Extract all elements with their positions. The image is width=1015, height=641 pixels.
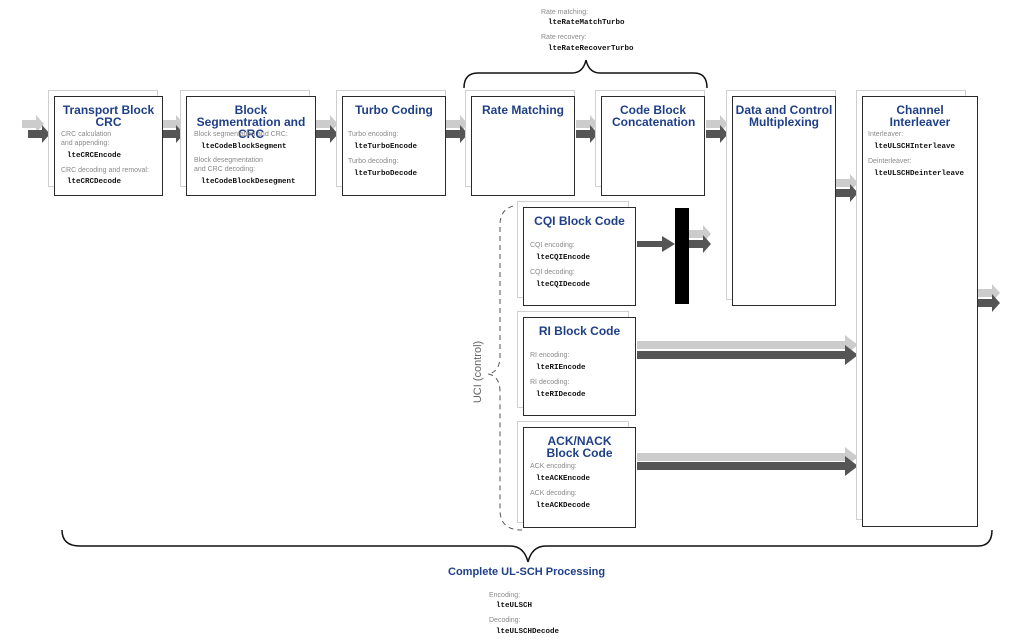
code-block-concatenation-title: Code Block Concatenation <box>612 103 696 129</box>
cqi-decode-fn: lteCQIDecode <box>536 281 591 289</box>
turbo-coding-box: Turbo Coding Turbo encoding: lteTurboEnc… <box>342 96 446 196</box>
deinterleave-label: Deinterleaver: <box>868 158 912 165</box>
rate-matching-box: Rate Matching <box>471 96 575 196</box>
rate-recovery-label: Rate recovery: <box>541 34 587 41</box>
ulsch-decode-label: Decoding: <box>489 617 521 624</box>
desegment-fn: lteCodeBlockDesegment <box>201 178 296 186</box>
cqi-encode-label: CQI encoding: <box>530 242 575 249</box>
top-brace <box>463 59 708 89</box>
ack-nack-block-code-title: ACK/NACK Block Code <box>546 434 613 460</box>
bottom-brace <box>61 529 993 563</box>
block-segmentation-box: Block Segmentration and CRC Block segmen… <box>186 96 316 196</box>
complete-ulsch-title: Complete UL-SCH Processing <box>448 566 606 578</box>
turbo-decode-fn: lteTurboDecode <box>354 170 418 178</box>
ack-encode-fn: lteACKEncode <box>536 475 591 483</box>
cqi-encode-fn: lteCQIEncode <box>536 254 591 262</box>
arrow-cqi-to-bar <box>637 236 675 252</box>
channel-interleaver-box: Channel Interleaver Interleaver: lteULSC… <box>862 96 978 527</box>
turbo-coding-title: Turbo Coding <box>355 103 433 117</box>
ri-block-code-box: RI Block Code RI encoding: lteRIEncode R… <box>523 317 636 416</box>
arrow-bar-to-mux <box>689 225 711 253</box>
cqi-block-code-box: CQI Block Code CQI encoding: lteCQIEncod… <box>523 207 636 306</box>
ri-encode-label: RI encoding: <box>530 352 570 359</box>
segment-label: Block segmentation and CRC: <box>194 131 288 138</box>
ack-decode-label: ACK decoding: <box>530 490 577 497</box>
arrow-mux-to-interleaver <box>836 174 858 202</box>
crc-encode-label: CRC calculation and appending: <box>61 131 112 147</box>
desegment-label: Block desegmentation and CRC decoding: <box>194 157 263 173</box>
ack-encode-label: ACK encoding: <box>530 463 577 470</box>
rate-matching-fn: lteRateMatchTurbo <box>548 19 625 27</box>
segment-fn: lteCodeBlockSegment <box>201 143 287 151</box>
rate-recovery-fn: lteRateRecoverTurbo <box>548 45 634 53</box>
transport-block-crc-box: Transport Block CRC CRC calculation and … <box>54 96 163 196</box>
ulsch-encode-label: Encoding: <box>489 592 521 599</box>
arrow-ri-to-interleaver <box>637 335 858 365</box>
ack-decode-fn: lteACKDecode <box>536 502 591 510</box>
code-block-concatenation-box: Code Block Concatenation <box>601 96 705 196</box>
channel-interleaver-title: Channel Interleaver <box>889 103 951 129</box>
crc-decode-label: CRC decoding and removal: <box>61 167 149 174</box>
deinterleave-fn: lteULSCHDeinterleave <box>874 170 965 178</box>
turbo-encode-label: Turbo encoding: <box>348 131 399 138</box>
ack-nack-block-code-box: ACK/NACK Block Code ACK encoding: lteACK… <box>523 427 636 528</box>
mux-bar <box>675 208 689 304</box>
rate-matching-title: Rate Matching <box>481 103 564 117</box>
data-control-mux-box: Data and Control Multiplexing <box>732 96 836 306</box>
uci-control-label: UCI (control) <box>472 340 484 404</box>
cqi-decode-label: CQI decoding: <box>530 269 575 276</box>
ulsch-decode-fn: lteULSCHDecode <box>496 628 560 636</box>
turbo-encode-fn: lteTurboEncode <box>354 143 418 151</box>
crc-encode-fn: lteCRCEncode <box>67 152 122 160</box>
arrow-output <box>978 284 1000 312</box>
interleave-fn: lteULSCHInterleave <box>874 143 956 151</box>
block-segmentation-title: Block Segmentration and CRC <box>196 103 306 141</box>
ri-decode-label: RI decoding: <box>530 379 570 386</box>
rate-matching-label: Rate matching: <box>541 9 589 16</box>
arrow-ack-to-interleaver <box>637 447 858 476</box>
ulsch-encode-fn: lteULSCH <box>496 602 533 610</box>
data-control-mux-title: Data and Control Multiplexing <box>735 103 833 129</box>
cqi-block-code-title: CQI Block Code <box>534 214 625 228</box>
crc-decode-fn: lteCRCDecode <box>67 178 122 186</box>
interleave-label: Interleaver: <box>868 131 904 138</box>
ri-decode-fn: lteRIDecode <box>536 391 586 399</box>
arrow-concat-to-mux <box>706 115 728 143</box>
arrow-seg-to-turbo <box>316 115 338 143</box>
turbo-decode-label: Turbo decoding: <box>348 158 399 165</box>
transport-block-crc-title: Transport Block CRC <box>62 103 155 129</box>
ri-block-code-title: RI Block Code <box>538 324 621 338</box>
arrow-input <box>22 115 50 143</box>
ri-encode-fn: lteRIEncode <box>536 364 586 372</box>
